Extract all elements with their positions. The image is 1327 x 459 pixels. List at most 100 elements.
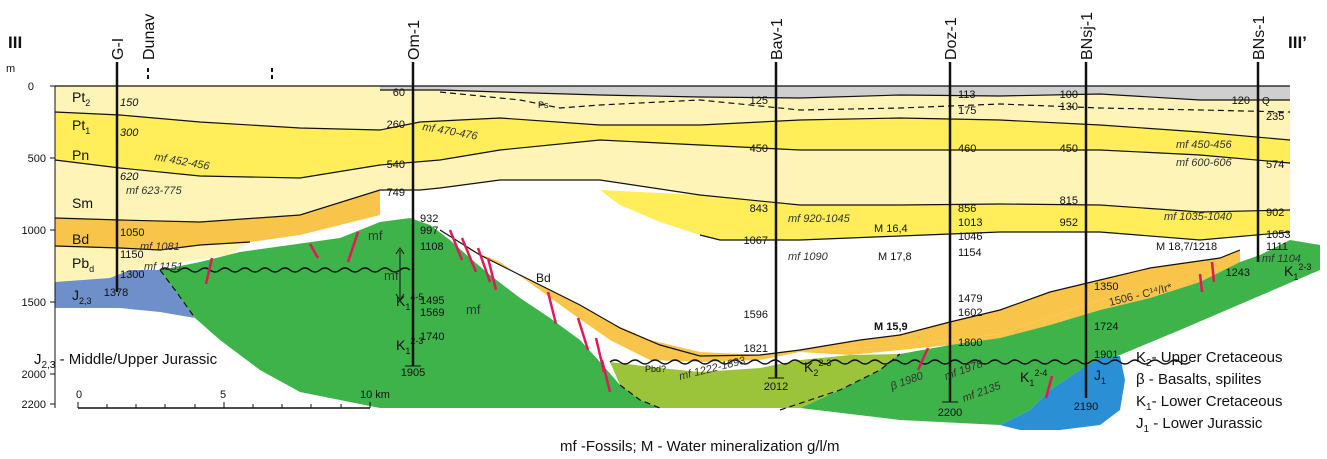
formation-pt1: Pt1 bbox=[72, 117, 90, 136]
svg-text:1495: 1495 bbox=[420, 295, 444, 307]
svg-text:902: 902 bbox=[1266, 207, 1284, 219]
svg-text:125: 125 bbox=[750, 95, 768, 107]
depth-tick: 1500 bbox=[22, 297, 46, 309]
boundary-lines bbox=[54, 85, 1291, 357]
svg-text:mf 1104: mf 1104 bbox=[1262, 253, 1301, 265]
svg-text:1596: 1596 bbox=[744, 309, 768, 321]
legend-k1: K1- Lower Cretaceous bbox=[1136, 393, 1282, 413]
svg-text:mf 1081: mf 1081 bbox=[140, 241, 180, 253]
svg-text:2012: 2012 bbox=[764, 381, 788, 393]
svg-text:1111: 1111 bbox=[1266, 241, 1288, 253]
legend-jurassic: J2,3 - Middle/Upper Jurassic bbox=[34, 351, 218, 371]
svg-text:1378: 1378 bbox=[104, 287, 128, 299]
bnsj-depths: 100 130 450 815 952 1350 1724 1901 2190 bbox=[1060, 89, 1119, 413]
sm-layer bbox=[55, 140, 1290, 222]
formation-pt2: Pt2 bbox=[72, 89, 90, 108]
svg-text:2190: 2190 bbox=[1074, 401, 1098, 413]
svg-text:60: 60 bbox=[393, 87, 405, 99]
svg-text:mf 1151: mf 1151 bbox=[144, 261, 183, 273]
faults bbox=[204, 229, 1216, 399]
svg-text:1740: 1740 bbox=[420, 331, 444, 343]
svg-text:M 16,4: M 16,4 bbox=[874, 223, 908, 235]
svg-text:150: 150 bbox=[120, 97, 139, 109]
svg-text:997: 997 bbox=[420, 225, 438, 237]
depth-tick: 1000 bbox=[22, 225, 46, 237]
well-caps bbox=[405, 365, 958, 403]
svg-text:1243: 1243 bbox=[1226, 267, 1250, 279]
svg-text:574: 574 bbox=[1266, 159, 1284, 171]
svg-text:300: 300 bbox=[120, 127, 139, 139]
svg-text:1569: 1569 bbox=[420, 307, 444, 319]
svg-text:1046: 1046 bbox=[958, 231, 982, 243]
gi-depths: 150 300 620 1050 1150 1300 1378 bbox=[104, 97, 145, 299]
svg-text:620: 620 bbox=[120, 171, 139, 183]
legend-k2: K2- Upper Cretaceous bbox=[1136, 349, 1282, 369]
corner-label-right: III’ bbox=[1288, 33, 1307, 52]
scale-bar: 0 5 10 km bbox=[76, 389, 390, 409]
formation-pn: Pn bbox=[72, 147, 89, 163]
svg-text:952: 952 bbox=[1060, 217, 1078, 229]
svg-text:130: 130 bbox=[1060, 101, 1078, 113]
formation-labels: Pt2 Pt1 Pn Sm Bd Pbd Q Ps Bd Pbd? J2,3 bbox=[72, 89, 1270, 374]
scale-tick: 0 bbox=[76, 389, 82, 401]
svg-text:1108: 1108 bbox=[420, 241, 444, 253]
svg-text:450: 450 bbox=[1060, 143, 1078, 155]
pbd-layer bbox=[55, 242, 250, 282]
depth-axis: m 0 500 1000 1500 2000 2200 bbox=[6, 63, 56, 411]
svg-text:mf 600-606: mf 600-606 bbox=[1176, 157, 1233, 169]
svg-text:175: 175 bbox=[958, 105, 976, 117]
svg-text:mf 920-1045: mf 920-1045 bbox=[788, 213, 851, 225]
unconformity-right bbox=[609, 359, 1191, 365]
doz-depths: 113 175 460 856 1013 1046 1154 1479 1602… bbox=[938, 89, 983, 419]
depth-tick: 2200 bbox=[22, 399, 46, 411]
svg-text:mf 450-456: mf 450-456 bbox=[1176, 139, 1233, 151]
svg-text:mf 623-775: mf 623-775 bbox=[126, 185, 183, 197]
svg-text:843: 843 bbox=[750, 203, 768, 215]
formation-bd: Bd bbox=[72, 231, 89, 247]
formation-q: Q bbox=[1262, 96, 1270, 107]
svg-text:M 15,9: M 15,9 bbox=[874, 321, 908, 333]
svg-text:1821: 1821 bbox=[744, 343, 768, 355]
svg-text:1053: 1053 bbox=[1266, 229, 1290, 241]
svg-text:1050: 1050 bbox=[120, 227, 144, 239]
svg-text:mf: mf bbox=[466, 302, 481, 317]
svg-text:mf 1035-1040: mf 1035-1040 bbox=[1164, 211, 1233, 223]
pt-layer bbox=[55, 86, 1290, 140]
legend-beta: β - Basalts, spilites bbox=[1136, 371, 1261, 388]
svg-text:mf 1090: mf 1090 bbox=[788, 251, 829, 263]
scale-tick: 10 km bbox=[360, 389, 390, 401]
svg-text:120: 120 bbox=[1232, 95, 1250, 107]
well-label-om1: Om-1 bbox=[406, 20, 423, 60]
svg-text:1602: 1602 bbox=[958, 307, 982, 319]
well-label-bnsj1: BNsj-1 bbox=[1079, 12, 1096, 60]
svg-text:749: 749 bbox=[387, 187, 405, 199]
svg-text:460: 460 bbox=[958, 143, 976, 155]
quaternary-layer bbox=[380, 86, 1290, 100]
bav-depths: 125 450 843 1067 1596 1821 2012 bbox=[744, 95, 789, 393]
svg-text:235: 235 bbox=[1266, 111, 1284, 123]
mf-bracket bbox=[395, 247, 405, 301]
depth-tick: 2000 bbox=[22, 369, 46, 381]
svg-text:540: 540 bbox=[387, 159, 405, 171]
k2-lightgreen bbox=[610, 354, 900, 408]
svg-text:856: 856 bbox=[958, 203, 976, 215]
bd-layer-fill bbox=[440, 230, 1240, 356]
svg-text:mf: mf bbox=[384, 268, 399, 283]
svg-text:1800: 1800 bbox=[958, 337, 982, 349]
svg-text:1067: 1067 bbox=[744, 235, 768, 247]
scale-tick: 5 bbox=[220, 389, 226, 401]
legend: J2,3 - Middle/Upper Jurassic K2- Upper C… bbox=[34, 349, 1282, 435]
formation-bd-right: Bd bbox=[536, 271, 551, 285]
well-label-dunav: Dunav bbox=[141, 14, 158, 60]
depth-unit: m bbox=[6, 63, 15, 75]
svg-text:1901: 1901 bbox=[1094, 349, 1118, 361]
k1-green-left bbox=[160, 218, 660, 408]
svg-text:1154: 1154 bbox=[958, 247, 982, 259]
bd-layer-upper bbox=[55, 190, 380, 250]
bns-depths: 120 235 574 902 1053 1111 1243 bbox=[1226, 95, 1291, 279]
formation-sm: Sm bbox=[72, 195, 93, 211]
svg-text:2200: 2200 bbox=[938, 407, 962, 419]
depth-tick: 500 bbox=[28, 153, 46, 165]
unconformity-line bbox=[159, 267, 411, 273]
